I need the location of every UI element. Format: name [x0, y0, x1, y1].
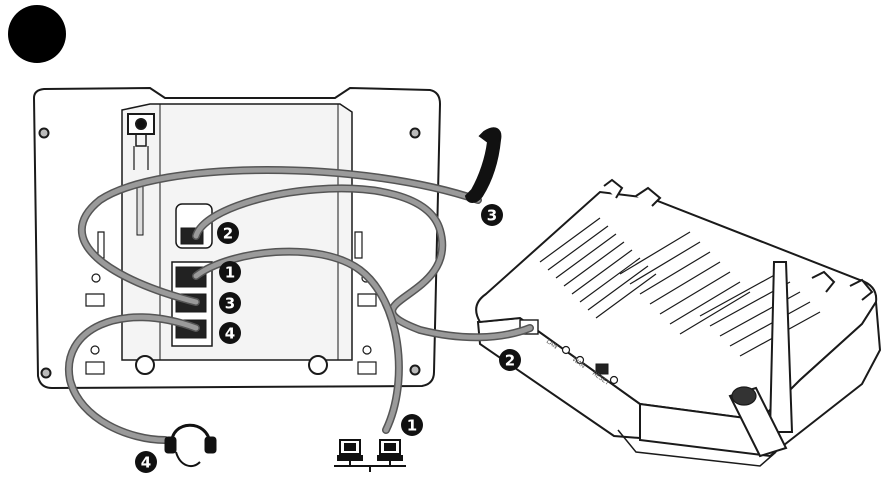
svg-text:4: 4 [141, 454, 151, 472]
callout-phone-port-headset: 4 [219, 322, 241, 344]
headset-icon [166, 425, 215, 466]
step-badge [8, 5, 66, 63]
callout-headset: 4 [135, 451, 157, 473]
svg-text:2: 2 [223, 225, 233, 243]
svg-text:4: 4 [225, 325, 235, 343]
svg-text:1: 1 [225, 264, 235, 282]
handset-icon [466, 128, 500, 202]
callout-phone-port-pc: 2 [217, 222, 239, 244]
svg-text:3: 3 [487, 207, 497, 225]
network-computers-icon [334, 440, 406, 472]
router-icon [476, 180, 880, 466]
callout-phone-port-handset: 3 [219, 292, 241, 314]
svg-text:3: 3 [225, 295, 235, 313]
callout-network: 1 [401, 414, 423, 436]
svg-text:1: 1 [407, 417, 417, 435]
callout-router: 2 [499, 349, 521, 371]
callout-phone-port-lan: 1 [219, 261, 241, 283]
svg-text:2: 2 [505, 352, 515, 370]
callout-handset: 3 [481, 204, 503, 226]
